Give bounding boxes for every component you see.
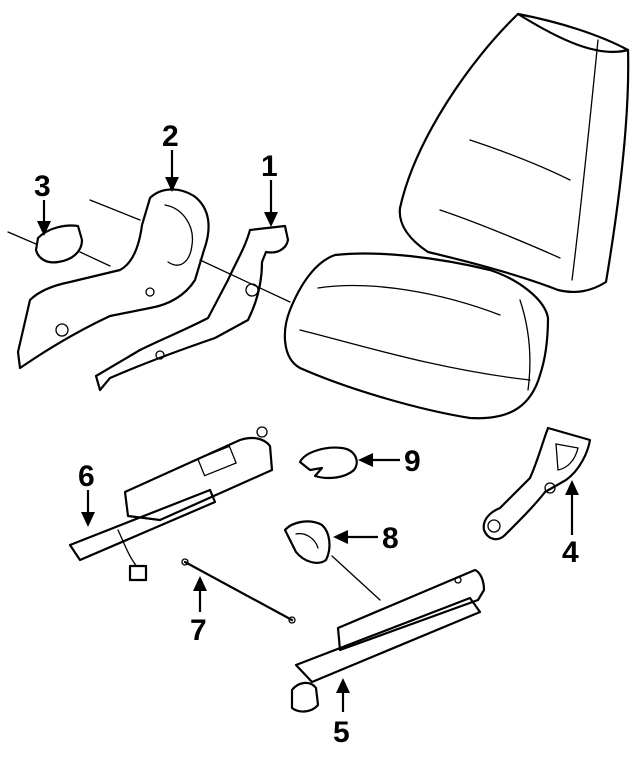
part-6-seat-adjuster bbox=[68, 426, 274, 582]
callout-1: 1 bbox=[261, 150, 278, 183]
part-5-seat-track bbox=[290, 555, 486, 713]
callout-6: 6 bbox=[78, 460, 95, 493]
part-7-rod bbox=[181, 558, 296, 624]
part-9-washer bbox=[298, 446, 358, 480]
seat-back bbox=[398, 12, 630, 293]
callout-7: 7 bbox=[190, 614, 207, 647]
callout-4: 4 bbox=[562, 536, 579, 569]
callout-2: 2 bbox=[162, 120, 179, 153]
part-1-recliner-mechanism bbox=[94, 224, 291, 392]
callout-arrows bbox=[37, 150, 579, 712]
part-4-bracket bbox=[482, 426, 592, 541]
callout-3: 3 bbox=[34, 170, 51, 203]
callout-8: 8 bbox=[382, 522, 399, 555]
part-8-bushing bbox=[283, 520, 331, 564]
seat-cushion bbox=[283, 252, 550, 420]
part-2-recliner-cover bbox=[16, 188, 210, 370]
part-3-cover-cap bbox=[7, 224, 111, 267]
callout-5: 5 bbox=[333, 716, 350, 749]
callout-9: 9 bbox=[404, 445, 421, 478]
